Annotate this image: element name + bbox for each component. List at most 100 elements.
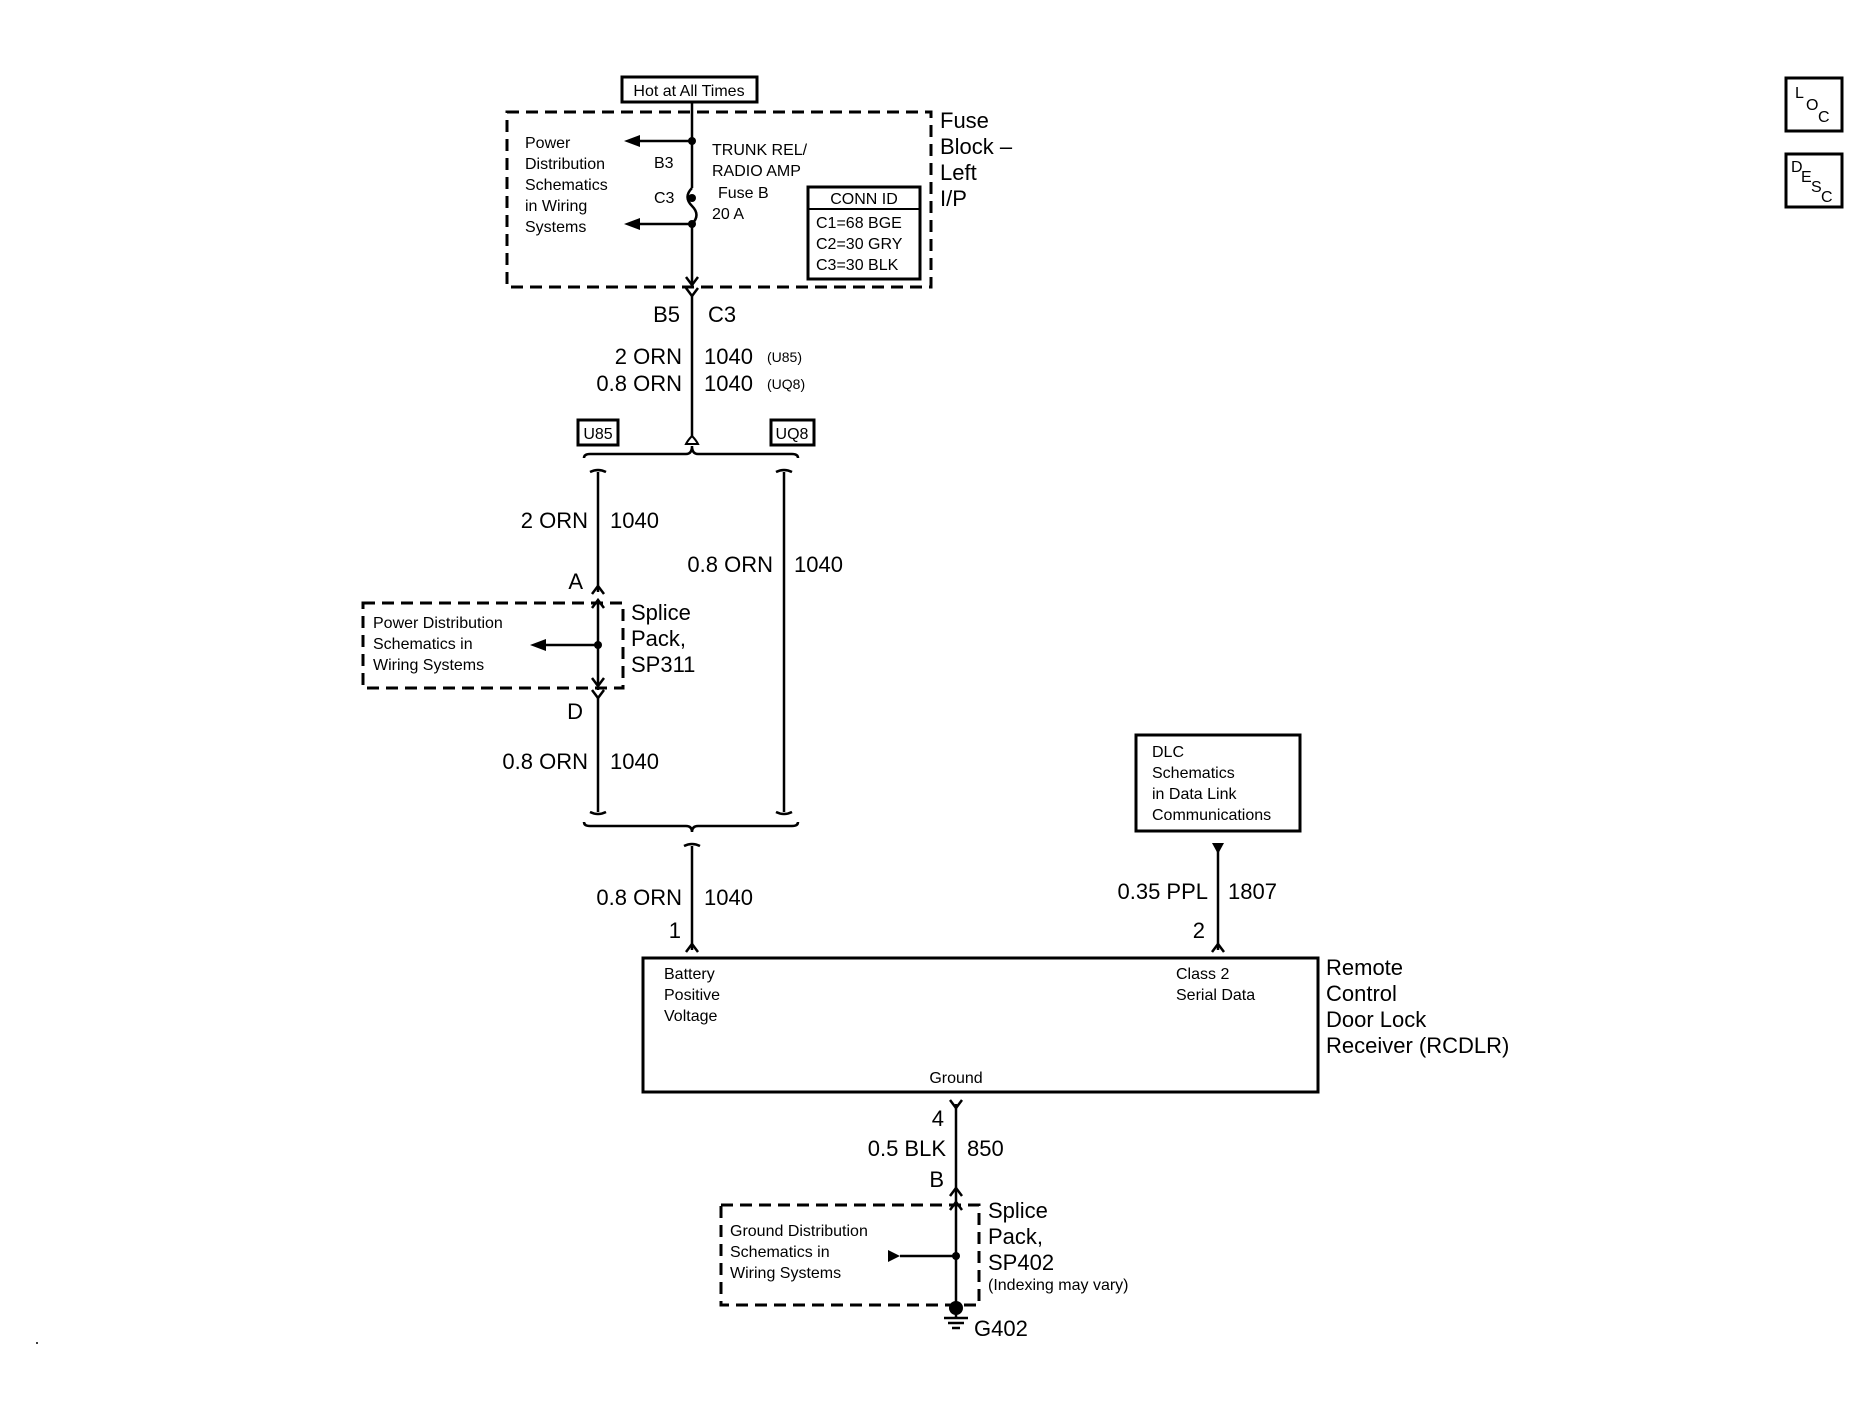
arrow-left-icon (624, 135, 640, 147)
rcdlr-name: Remote Control Door Lock Receiver (RCDLR… (1326, 955, 1509, 1058)
option-split-bracket (582, 445, 800, 459)
svg-text:Fuse B: Fuse B (718, 185, 769, 202)
rcdlr-pin-1: 1 (669, 918, 681, 943)
svg-text:Remote: Remote (1326, 955, 1403, 980)
dlc-reference: DLC Schematics in Data Link Communicatio… (1152, 744, 1271, 824)
svg-text:1040: 1040 (704, 371, 753, 396)
svg-text:DLC: DLC (1152, 744, 1184, 761)
sp311-pin-a: A (568, 569, 583, 594)
svg-text:20 A: 20 A (712, 206, 744, 223)
svg-text:C: C (1818, 109, 1830, 126)
rcdlr-battery-terminal: Battery Positive Voltage (664, 966, 720, 1025)
ground-pin-b: B (929, 1167, 944, 1192)
arrow-left-icon (624, 218, 640, 230)
svg-text:Power: Power (525, 135, 571, 152)
fuse-block-reference: Power Distribution Schematics in Wiring … (525, 135, 608, 236)
svg-text:I/P: I/P (940, 186, 967, 211)
svg-text:Splice: Splice (988, 1198, 1048, 1223)
pin-c3-out: C3 (708, 302, 736, 327)
sp311-box (361, 601, 625, 690)
svg-text:Pack,: Pack, (631, 626, 686, 651)
svg-text:Schematics: Schematics (525, 177, 608, 194)
pin-b3: B3 (654, 155, 674, 172)
rcdlr-pin-2: 2 (1193, 918, 1205, 943)
svg-text:Fuse: Fuse (940, 108, 989, 133)
svg-text:S: S (1811, 179, 1822, 196)
svg-text:Control: Control (1326, 981, 1397, 1006)
dlc-box (1134, 733, 1302, 833)
svg-text:C2=30 GRY: C2=30 GRY (816, 236, 903, 253)
svg-text:1040: 1040 (704, 344, 753, 369)
rcdlr-box (641, 956, 1320, 1094)
svg-text:Pack,: Pack, (988, 1224, 1043, 1249)
rcdlr-power-gauge: 0.8 ORN (596, 885, 682, 910)
svg-text:SP402: SP402 (988, 1250, 1054, 1275)
svg-text:UQ8: UQ8 (776, 426, 809, 443)
svg-text:Serial Data: Serial Data (1176, 987, 1255, 1004)
svg-text:(UQ8): (UQ8) (767, 376, 805, 392)
data-wire-circuit: 1807 (1228, 879, 1277, 904)
svg-text:Door Lock: Door Lock (1326, 1007, 1427, 1032)
svg-text:Block –: Block – (940, 134, 1013, 159)
svg-text:SP311: SP311 (631, 652, 695, 677)
svg-text:(U85): (U85) (767, 349, 802, 365)
svg-text:C: C (1821, 189, 1833, 206)
fuse-block-box (505, 110, 933, 289)
svg-text:Receiver (RCDLR): Receiver (RCDLR) (1326, 1033, 1509, 1058)
svg-text:Splice: Splice (631, 600, 691, 625)
power-source-label: Hot at All Times (633, 83, 744, 100)
svg-text:O: O (1806, 97, 1818, 114)
svg-text:0.8 ORN: 0.8 ORN (596, 371, 682, 396)
rcdlr-data-terminal: Class 2 Serial Data (1176, 966, 1255, 1004)
ground-wire-gauge: 0.5 BLK (868, 1136, 947, 1161)
ground-id: G402 (974, 1316, 1028, 1341)
svg-text:Positive: Positive (664, 987, 720, 1004)
svg-text:C3=30 BLK: C3=30 BLK (816, 257, 899, 274)
svg-text:Wiring Systems: Wiring Systems (373, 657, 484, 674)
pin-b5: B5 (653, 302, 680, 327)
loc-button[interactable]: L O C (1784, 76, 1844, 133)
svg-text:Ground Distribution: Ground Distribution (730, 1223, 868, 1240)
pin-c3: C3 (654, 190, 675, 207)
svg-text:Schematics in: Schematics in (373, 636, 473, 653)
power-source-box (620, 75, 759, 104)
arrow-left-icon (530, 639, 546, 651)
sp402-box (719, 1203, 981, 1307)
u85-top-circuit: 1040 (610, 508, 659, 533)
option-merge-bracket (582, 821, 800, 833)
sp311-name: Splice Pack, SP311 (631, 600, 695, 677)
conn-id-table: CONN ID C1=68 BGE C2=30 GRY C3=30 BLK (806, 185, 922, 281)
uq8-circuit: 1040 (794, 552, 843, 577)
arrow-right-icon (888, 1250, 900, 1262)
svg-text:Systems: Systems (525, 219, 586, 236)
svg-text:Schematics in: Schematics in (730, 1244, 830, 1261)
svg-text:C1=68 BGE: C1=68 BGE (816, 215, 902, 232)
u85-bottom-circuit: 1040 (610, 749, 659, 774)
fuse-block-name: Fuse Block – Left I/P (940, 108, 1013, 211)
svg-text:RADIO AMP: RADIO AMP (712, 163, 801, 180)
svg-text:E: E (1801, 169, 1812, 186)
fuse-description: TRUNK REL/ RADIO AMP Fuse B 20 A (712, 142, 808, 223)
svg-text:in Wiring: in Wiring (525, 198, 587, 215)
fuse-symbol (686, 187, 698, 225)
svg-text:TRUNK REL/: TRUNK REL/ (712, 142, 808, 159)
uq8-gauge: 0.8 ORN (687, 552, 773, 577)
svg-text:Class 2: Class 2 (1176, 966, 1229, 983)
data-wire-gauge: 0.35 PPL (1117, 879, 1208, 904)
sp402-reference: Ground Distribution Schematics in Wiring… (730, 1223, 868, 1282)
u85-bottom-gauge: 0.8 ORN (502, 749, 588, 774)
svg-text:in Data Link: in Data Link (1152, 786, 1237, 803)
svg-text:U85: U85 (583, 426, 612, 443)
desc-button[interactable]: D E S C (1784, 152, 1844, 209)
ground-pin-4: 4 (932, 1106, 944, 1131)
svg-text:CONN ID: CONN ID (830, 191, 898, 208)
svg-text:Left: Left (940, 160, 977, 185)
svg-text:Communications: Communications (1152, 807, 1271, 824)
ground-icon (944, 1301, 968, 1330)
rcdlr-ground-terminal: Ground (929, 1070, 982, 1087)
option-uq8-box (769, 418, 816, 447)
svg-text:Power Distribution: Power Distribution (373, 615, 503, 632)
sp311-pin-d: D (567, 699, 583, 724)
ground-wire-circuit: 850 (967, 1136, 1004, 1161)
